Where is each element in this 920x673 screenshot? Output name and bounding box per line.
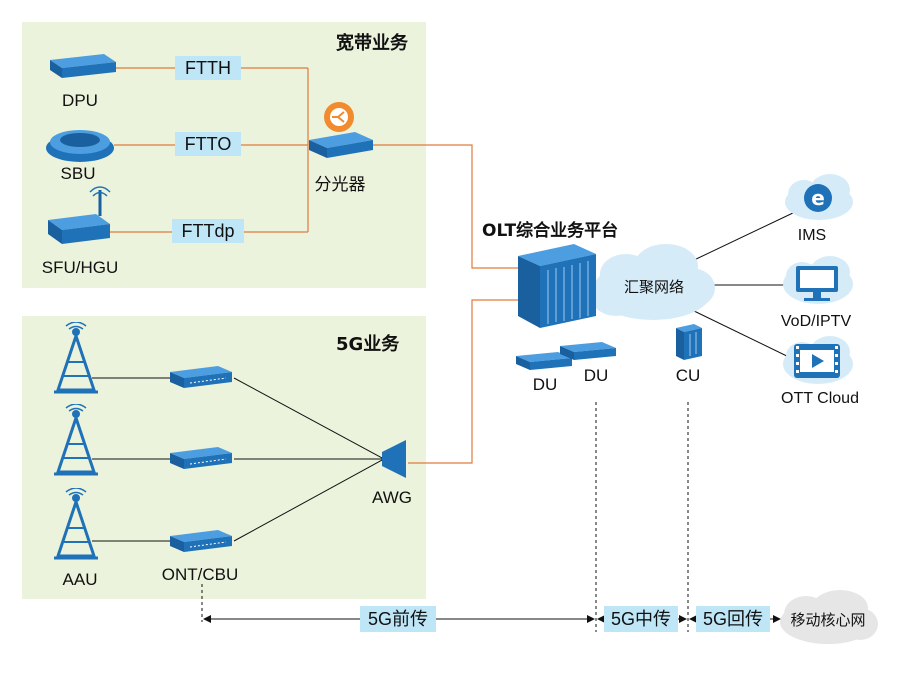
- du-device-icon: [516, 352, 572, 370]
- backhaul-tag: 5G回传: [696, 606, 770, 632]
- midhaul-tag: 5G中传: [604, 606, 678, 632]
- ims-cloud-icon: e: [785, 174, 853, 220]
- aau-tower-icon: [54, 488, 98, 560]
- sbu-device-icon: [46, 130, 114, 162]
- broadband-title: 宽带业务: [336, 33, 408, 54]
- ims-label: IMS: [797, 227, 827, 244]
- fiveg-title: 5G业务: [336, 334, 400, 355]
- splitter-label: 分光器: [314, 175, 366, 194]
- dpu-device-icon: [50, 54, 116, 78]
- mobile-core-cloud-icon: [780, 590, 878, 644]
- fttdp-tag: FTTdp: [172, 219, 244, 243]
- aggregation-label: 汇聚网络: [623, 279, 685, 296]
- olt-chassis-icon: [518, 244, 596, 328]
- fronthaul-tag: 5G前传: [360, 606, 436, 632]
- ont-cbu-label: ONT/CBU: [161, 565, 239, 584]
- aau-label: AAU: [62, 570, 98, 589]
- aggregation-cloud-icon: [592, 244, 715, 320]
- ott-cloud-label: OTT Cloud: [781, 390, 859, 407]
- ont-cbu-device-icon: [170, 530, 232, 552]
- vod-iptv-label: VoD/IPTV: [780, 313, 852, 330]
- olt-title: OLT综合业务平台: [482, 221, 619, 241]
- vod-iptv-icon: [783, 256, 853, 304]
- awg-label: AWG: [372, 488, 412, 507]
- svg-text:e: e: [811, 186, 825, 210]
- sfu-hgu-label: SFU/HGU: [41, 258, 119, 277]
- ont-cbu-device-icon: [170, 447, 232, 469]
- du-label-1: DU: [532, 375, 558, 394]
- ott-cloud-icon: [783, 336, 853, 384]
- aau-tower-icon: [54, 404, 98, 476]
- dpu-label: DPU: [62, 91, 98, 110]
- du-label-2: DU: [583, 366, 609, 385]
- ftto-tag: FTTO: [175, 132, 241, 156]
- sfu-hgu-device-icon: [48, 186, 111, 244]
- ont-cbu-device-icon: [170, 366, 232, 388]
- awg-device-icon: [382, 440, 406, 478]
- splitter-device-icon: [309, 132, 373, 158]
- du-device-icon: [560, 342, 616, 360]
- cu-label: CU: [675, 366, 701, 385]
- mobile-core-label: 移动核心网: [790, 612, 866, 629]
- ftth-tag: FTTH: [175, 56, 241, 80]
- sbu-label: SBU: [60, 164, 96, 183]
- cu-device-icon: [676, 324, 702, 360]
- aau-tower-icon: [54, 322, 98, 394]
- splitter-badge-icon: [324, 102, 354, 132]
